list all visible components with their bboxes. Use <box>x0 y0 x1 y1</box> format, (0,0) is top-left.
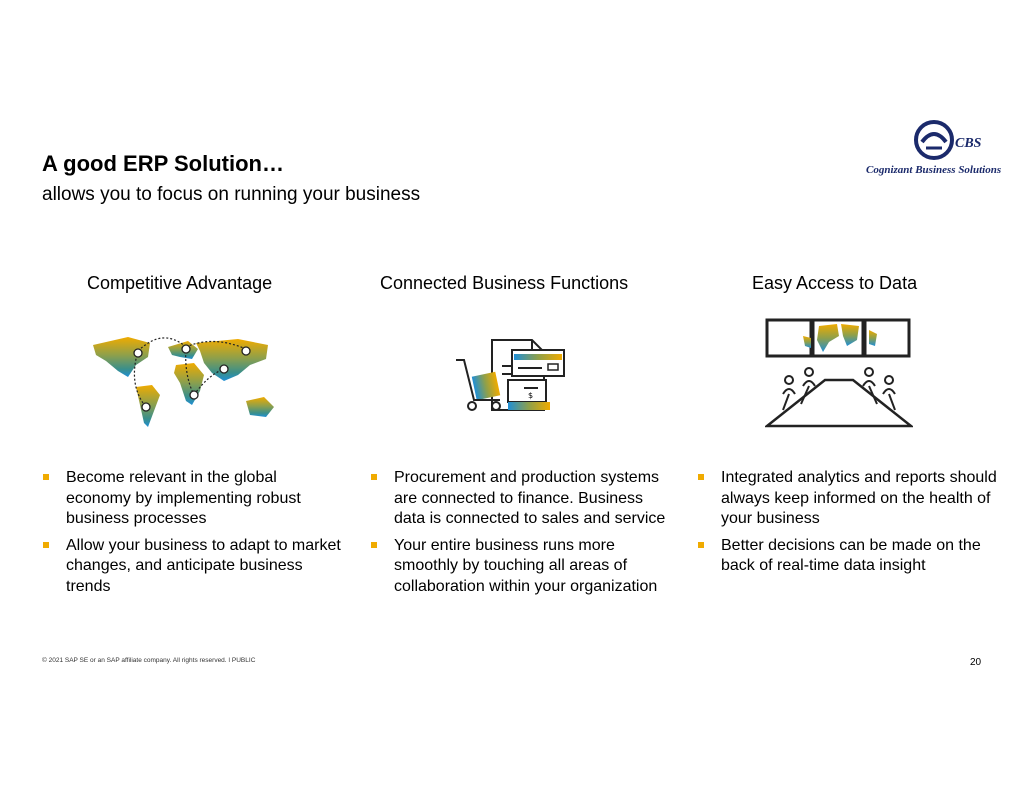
list-item: Integrated analytics and reports should … <box>697 468 997 530</box>
world-map-icon <box>93 337 274 427</box>
footer-copyright: © 2021 SAP SE or an SAP affiliate compan… <box>42 657 256 664</box>
list-item: Your entire business runs more smoothly … <box>370 536 670 598</box>
logo-tagline: Cognizant Business Solutions <box>866 164 1002 176</box>
slide-subtitle: allows you to focus on running your busi… <box>42 184 421 205</box>
bullet-list-competitive-advantage: Become relevant in the global economy by… <box>42 468 342 603</box>
documents-cart-icon: $ <box>456 339 565 411</box>
list-item: Procurement and production systems are c… <box>370 468 670 530</box>
list-item: Allow your business to adapt to market c… <box>42 536 342 598</box>
list-item: Better decisions can be made on the back… <box>697 536 997 577</box>
column-heading-connected-business-functions: Connected Business Functions <box>380 273 629 293</box>
meeting-room-icon <box>765 318 913 428</box>
logo-mark: CBS <box>955 136 982 151</box>
bullet-list-easy-access-to-data: Integrated analytics and reports should … <box>697 468 997 583</box>
svg-text:$: $ <box>528 391 533 400</box>
column-heading-easy-access-to-data: Easy Access to Data <box>752 273 918 293</box>
page-number: 20 <box>970 657 982 668</box>
slide-title: A good ERP Solution… <box>42 151 284 176</box>
cbs-logo-icon <box>914 120 954 160</box>
list-item: Become relevant in the global economy by… <box>42 468 342 530</box>
column-heading-competitive-advantage: Competitive Advantage <box>87 273 273 293</box>
bullet-list-connected-business-functions: Procurement and production systems are c… <box>370 468 670 603</box>
